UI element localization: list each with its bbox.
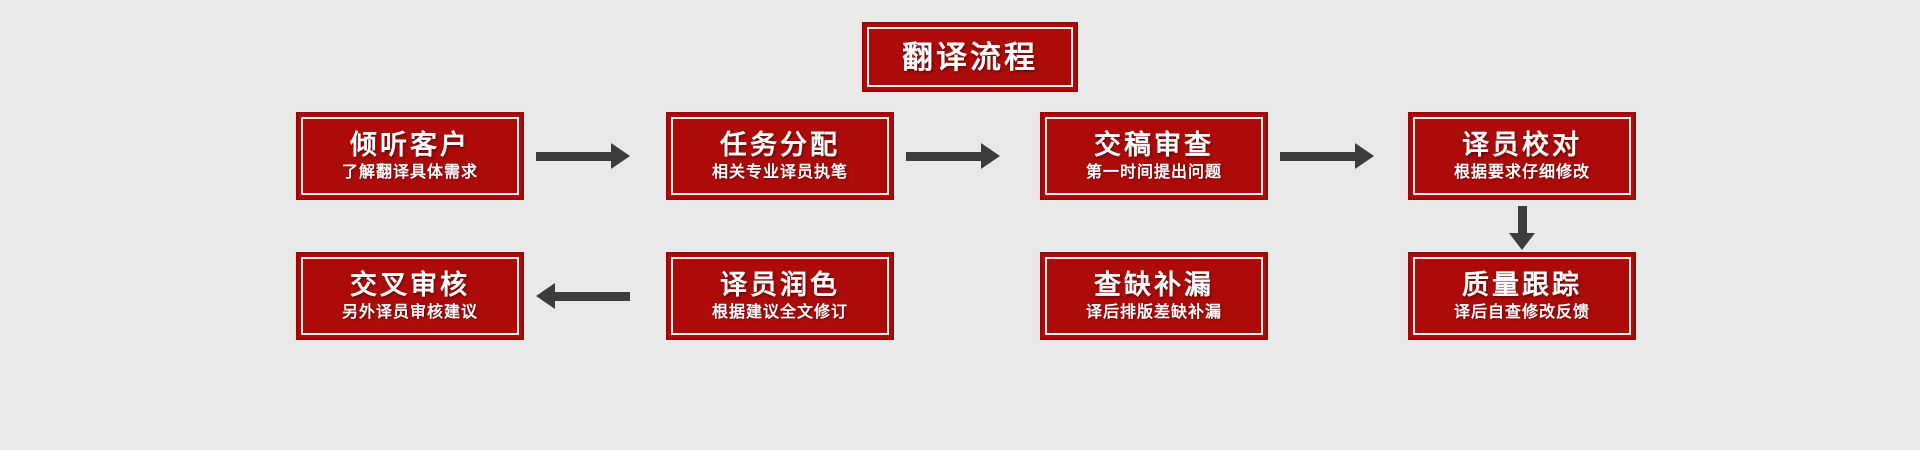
step-3-subtitle: 第一时间提出问题 <box>1085 163 1222 181</box>
step-box-5[interactable]: 质量跟踪 译后自查修改反馈 <box>1408 252 1636 340</box>
step-box-2-inner: 任务分配 相关专业译员执笔 <box>671 117 889 195</box>
arrow-right-2 <box>906 143 1000 169</box>
step-box-4-inner: 译员校对 根据要求仔细修改 <box>1413 117 1631 195</box>
title-box-inner: 翻译流程 <box>867 27 1073 87</box>
flowchart-title-text: 翻译流程 <box>902 39 1038 75</box>
arrow-head <box>536 283 555 309</box>
step-box-8-inner: 交叉审核 另外译员审核建议 <box>301 257 519 335</box>
step-1-title: 倾听客户 <box>350 129 470 160</box>
step-box-7-inner: 译员润色 根据建议全文修订 <box>671 257 889 335</box>
step-box-4[interactable]: 译员校对 根据要求仔细修改 <box>1408 112 1636 200</box>
step-7-subtitle: 根据建议全文修订 <box>711 303 848 321</box>
step-8-title: 交叉审核 <box>350 269 470 300</box>
step-box-3[interactable]: 交稿审查 第一时间提出问题 <box>1040 112 1268 200</box>
step-box-1-inner: 倾听客户 了解翻译具体需求 <box>301 117 519 195</box>
step-2-title: 任务分配 <box>720 129 840 160</box>
arrow-down-connector <box>1509 206 1535 250</box>
step-box-3-inner: 交稿审查 第一时间提出问题 <box>1045 117 1263 195</box>
step-6-subtitle: 译后排版差缺补漏 <box>1085 303 1222 321</box>
arrow-head <box>611 143 630 169</box>
step-box-5-inner: 质量跟踪 译后自查修改反馈 <box>1413 257 1631 335</box>
arrow-shaft <box>1518 206 1527 235</box>
arrow-right-3 <box>1280 143 1374 169</box>
step-2-subtitle: 相关专业译员执笔 <box>711 163 848 181</box>
step-box-8[interactable]: 交叉审核 另外译员审核建议 <box>296 252 524 340</box>
step-box-6-inner: 查缺补漏 译后排版差缺补漏 <box>1045 257 1263 335</box>
step-8-subtitle: 另外译员审核建议 <box>341 303 478 321</box>
step-4-title: 译员校对 <box>1462 129 1582 160</box>
step-box-1[interactable]: 倾听客户 了解翻译具体需求 <box>296 112 524 200</box>
step-7-title: 译员润色 <box>720 269 840 300</box>
arrow-shaft <box>1280 152 1356 161</box>
arrow-shaft <box>906 152 982 161</box>
arrow-shaft <box>536 152 612 161</box>
step-1-subtitle: 了解翻译具体需求 <box>341 163 478 181</box>
step-4-subtitle: 根据要求仔细修改 <box>1453 163 1590 181</box>
step-6-title: 查缺补漏 <box>1094 269 1214 300</box>
step-3-title: 交稿审查 <box>1094 129 1214 160</box>
arrow-head <box>1509 233 1535 250</box>
arrow-right-1 <box>536 143 630 169</box>
flowchart-title-box: 翻译流程 <box>862 22 1078 92</box>
step-box-2[interactable]: 任务分配 相关专业译员执笔 <box>666 112 894 200</box>
step-box-6[interactable]: 查缺补漏 译后排版差缺补漏 <box>1040 252 1268 340</box>
step-5-subtitle: 译后自查修改反馈 <box>1453 303 1590 321</box>
arrow-shaft <box>554 292 630 301</box>
arrow-head <box>1355 143 1374 169</box>
arrow-left-3 <box>536 283 630 309</box>
step-box-7[interactable]: 译员润色 根据建议全文修订 <box>666 252 894 340</box>
step-5-title: 质量跟踪 <box>1462 269 1582 300</box>
arrow-head <box>981 143 1000 169</box>
